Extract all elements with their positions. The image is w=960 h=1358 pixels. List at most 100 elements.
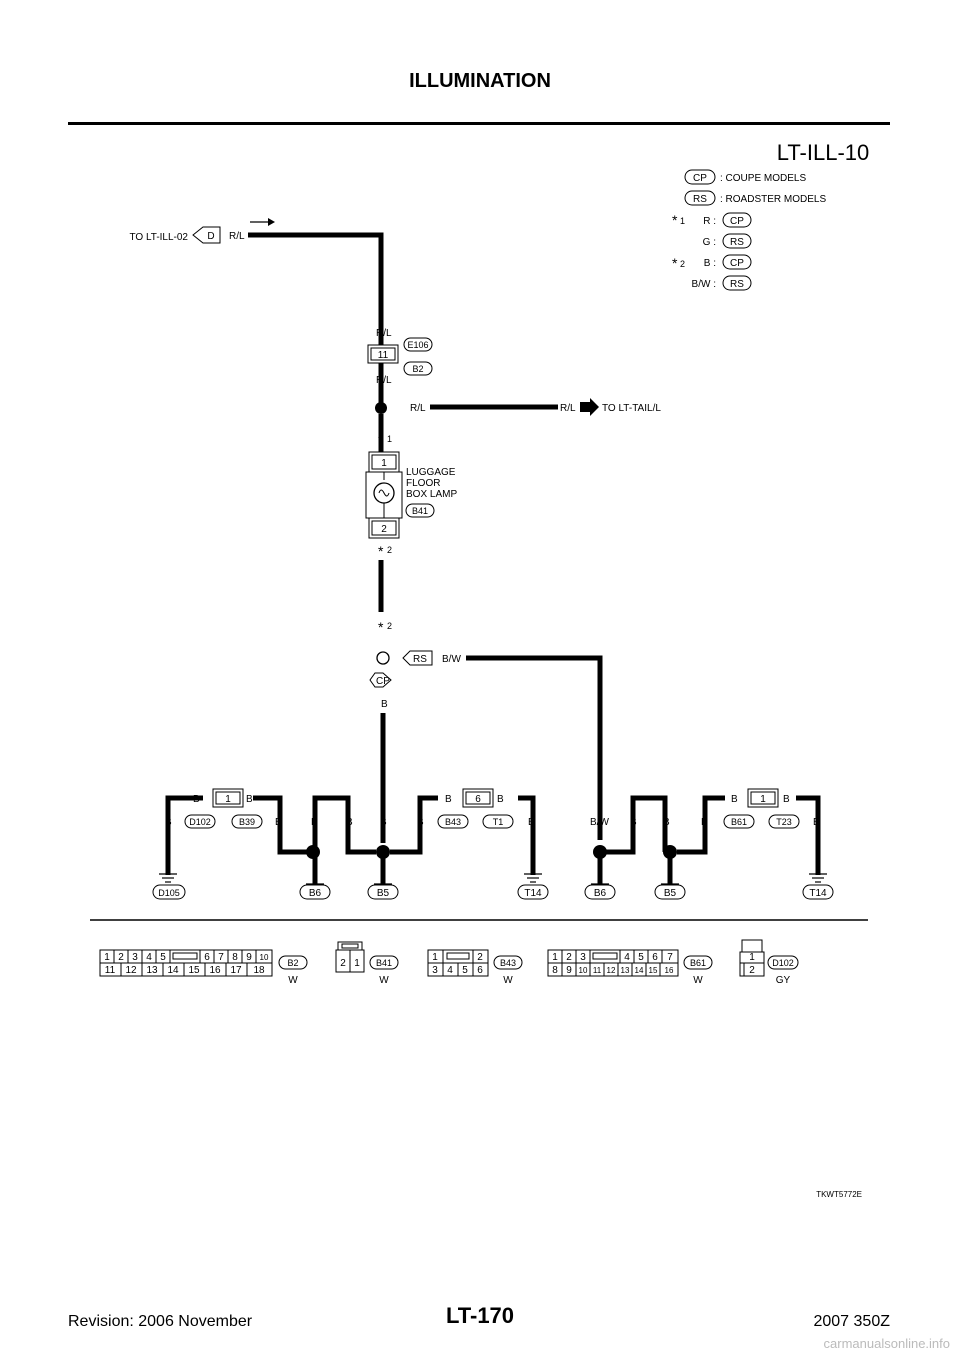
svg-text:T14: T14 [809,888,827,899]
svg-text:B6: B6 [309,888,322,899]
svg-text:CP: CP [730,258,744,269]
svg-text:B41: B41 [376,958,392,968]
svg-text:16: 16 [209,965,221,976]
legend-star1: 1 [680,216,685,226]
svg-text:4: 4 [447,965,453,976]
star-icon: * [672,212,678,228]
svg-text:B/W: B/W [442,654,461,665]
svg-text:B5: B5 [377,888,390,899]
svg-text:3: 3 [432,965,438,976]
legend-star2-bw: B/W : [692,279,716,290]
ground-tags: D105 B6 B5 T14 B6 B5 T14 [152,884,834,900]
svg-text:2: 2 [566,952,572,963]
svg-text:1: 1 [104,952,110,963]
ground-symbols [159,850,827,892]
svg-text:B: B [193,794,200,805]
svg-text:B/W: B/W [590,817,609,828]
svg-text:B: B [165,817,172,828]
svg-text:B: B [380,817,387,828]
svg-text:B61: B61 [690,958,706,968]
svg-text:GY: GY [776,975,791,986]
connector-e106: R/L 11 E106 B2 R/L [367,328,433,408]
svg-text:10: 10 [260,953,269,962]
model-label: 2007 350Z [813,1313,890,1330]
svg-text:B: B [497,794,504,805]
svg-text:B: B [346,817,353,828]
svg-text:6: 6 [204,952,210,963]
legend-star1-g: G : [703,237,716,248]
svg-text:1: 1 [760,794,766,805]
svg-text:D102: D102 [189,817,211,827]
splice-points [306,845,677,859]
top-feed: TO LT-ILL-02 D R/L [129,218,384,347]
svg-text:B: B [311,817,318,828]
svg-text:7: 7 [667,952,673,963]
diagram-code: TKWT5772E [816,1190,862,1199]
svg-text:6: 6 [652,952,658,963]
svg-text:B: B [663,817,670,828]
b41-tag: B41 [412,506,428,516]
svg-text:13: 13 [146,965,158,976]
svg-text:13: 13 [621,966,630,975]
legend-star1-r: R : [703,216,716,227]
svg-text:2: 2 [387,545,392,555]
svg-text:B5: B5 [664,888,677,899]
legend-rs-desc: : ROADSTER MODELS [720,194,826,205]
lower-labels: B 1 B D102 B39 B B B B B B B 6 B B43 T1 … [165,788,820,829]
svg-text:2: 2 [381,524,387,535]
svg-text:B6: B6 [594,888,607,899]
star-icon: * [378,543,384,559]
svg-text:1: 1 [354,958,360,969]
svg-text:16: 16 [665,966,674,975]
svg-text:B39: B39 [239,817,255,827]
svg-text:R/L: R/L [560,403,576,414]
svg-text:LUGGAGE: LUGGAGE [406,467,456,478]
svg-text:FLOOR: FLOOR [406,478,440,489]
star-icon: * [672,255,678,271]
svg-text:B: B [445,794,452,805]
star-icon: * [378,619,384,635]
revision-label: Revision: 2006 November [68,1313,253,1330]
svg-text:2: 2 [387,621,392,631]
page-number: LT-170 [445,1303,515,1328]
svg-text:12: 12 [607,966,616,975]
svg-text:14: 14 [635,966,644,975]
svg-text:B: B [417,817,424,828]
svg-text:14: 14 [167,965,179,976]
svg-text:B: B [701,817,708,828]
svg-text:B2: B2 [287,958,298,968]
svg-text:2: 2 [477,952,483,963]
svg-text:T14: T14 [524,888,542,899]
svg-text:W: W [503,975,513,986]
svg-text:11: 11 [105,965,116,976]
svg-text:4: 4 [146,952,152,963]
svg-text:RS: RS [730,279,744,290]
svg-text:B61: B61 [731,817,747,827]
svg-text:8: 8 [232,952,238,963]
svg-text:T1: T1 [493,817,504,827]
svg-text:5: 5 [160,952,166,963]
connector-view-d102 [739,939,765,977]
svg-text:5: 5 [638,952,644,963]
svg-text:4: 4 [624,952,630,963]
svg-text:RS: RS [413,654,427,665]
e106-pin: 11 [378,350,389,361]
header-divider [68,122,890,125]
model-junction: * 2 RS B/W CP B [369,619,603,843]
svg-text:1: 1 [387,434,392,444]
diagram-id: LT-ILL-10 [777,140,870,165]
connector-view-b2 [99,949,273,977]
svg-text:W: W [288,975,298,986]
svg-text:T23: T23 [776,817,792,827]
svg-text:6: 6 [477,965,483,976]
svg-text:3: 3 [132,952,138,963]
svg-text:RS: RS [730,237,744,248]
svg-text:5: 5 [462,965,468,976]
svg-text:12: 12 [125,965,137,976]
svg-text:1: 1 [432,952,438,963]
svg-text:B: B [731,794,738,805]
svg-text:2: 2 [749,965,755,976]
svg-text:7: 7 [218,952,224,963]
top-wire-label: R/L [229,231,245,242]
